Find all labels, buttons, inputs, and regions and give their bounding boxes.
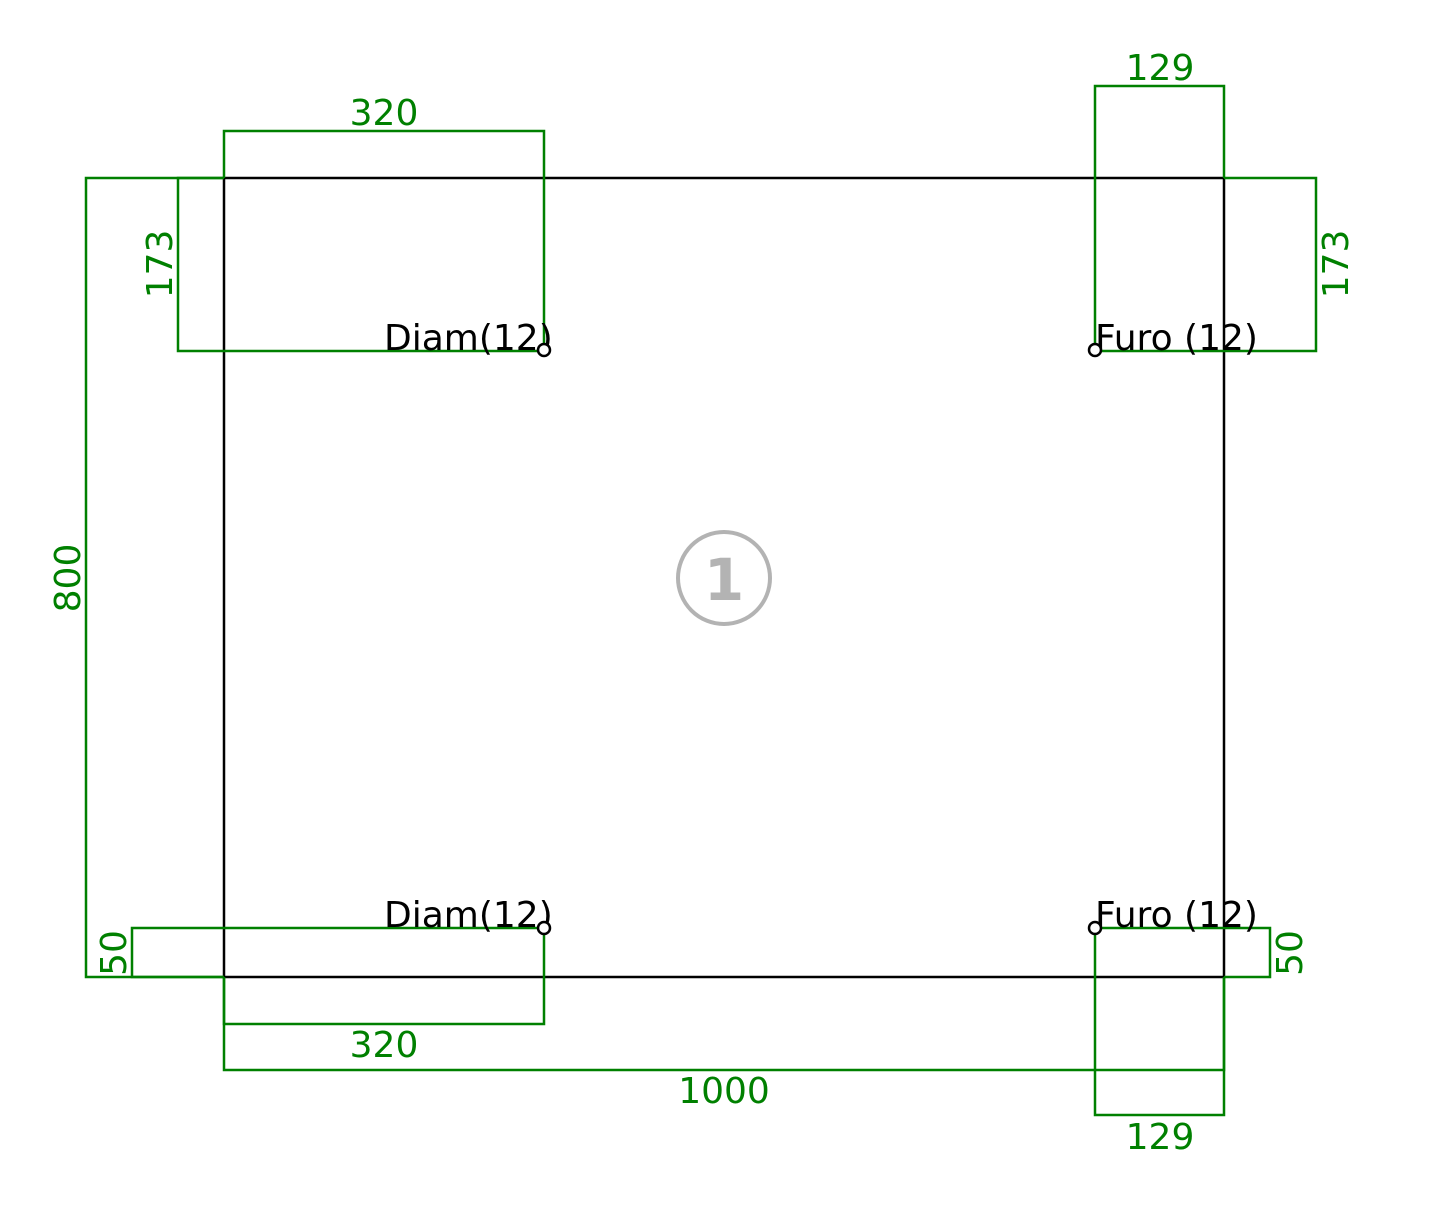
dim-overall-height-value: 800	[48, 544, 89, 613]
hole-top-left-label: Diam(12)	[384, 318, 553, 359]
hole-bottom-left-label: Diam(12)	[384, 895, 553, 936]
hole-top-right-marker	[1087, 342, 1103, 358]
panel-marker-label: 1	[704, 546, 744, 614]
dim-bottom-right-offset-value: 50	[1270, 930, 1311, 976]
dim-bottom-left-offset-value: 50	[94, 930, 135, 976]
dim-bottom-left-offset: 50	[94, 926, 544, 979]
dim-top-right-width: 129	[1093, 48, 1226, 350]
dim-top-left-height: 173	[140, 176, 544, 353]
dim-top-right-height-value: 173	[1316, 230, 1357, 299]
dim-bottom-right-width: 129	[1093, 928, 1226, 1158]
dim-bottom-left-width-value: 320	[350, 1025, 419, 1066]
hole-bottom-left: Diam(12)	[384, 895, 553, 936]
hole-top-right: Furo (12)	[1087, 318, 1258, 359]
dim-top-left-width: 320	[222, 93, 546, 350]
hole-top-left-marker	[536, 342, 552, 358]
hole-bottom-right-label: Furo (12)	[1095, 895, 1258, 936]
dim-bottom-right-width-value: 129	[1126, 1117, 1195, 1158]
dim-top-right-width-value: 129	[1126, 48, 1195, 89]
dim-top-left-height-value: 173	[140, 230, 181, 299]
dim-overall-width-value: 1000	[678, 1071, 770, 1112]
hole-bottom-right: Furo (12)	[1087, 895, 1258, 936]
hole-top-left: Diam(12)	[384, 318, 553, 359]
panel-marker: 1	[676, 530, 772, 626]
dim-bottom-right-offset: 50	[1095, 926, 1311, 979]
dim-top-left-width-value: 320	[350, 93, 419, 134]
hole-top-right-label: Furo (12)	[1095, 318, 1258, 359]
panel-marker-circle	[676, 530, 772, 626]
dim-top-right-height: 173	[1095, 176, 1357, 353]
dim-bottom-left-width: 320	[222, 928, 546, 1066]
hole-bottom-left-marker	[536, 920, 552, 936]
hole-bottom-right-marker	[1087, 920, 1103, 936]
dim-overall-height: 800	[48, 176, 224, 979]
panel-outline	[222, 176, 1226, 979]
